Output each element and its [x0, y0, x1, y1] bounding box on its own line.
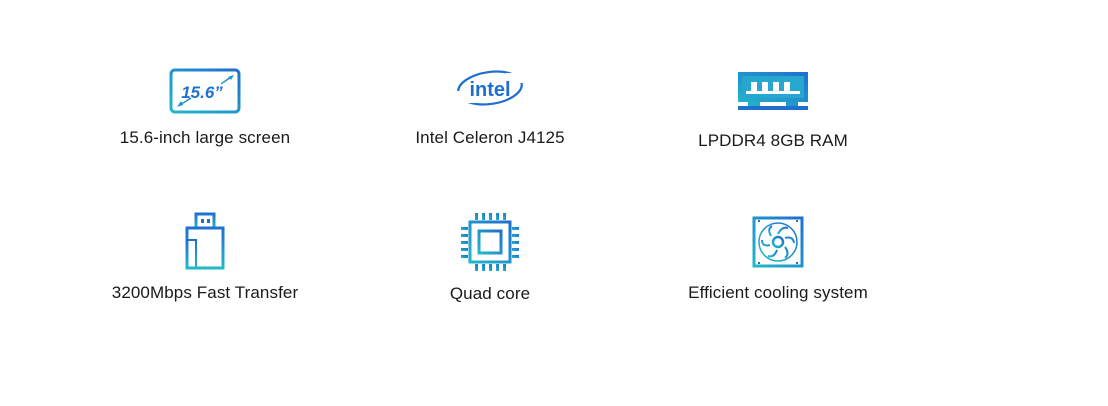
- usb-connector-icon: [184, 212, 226, 270]
- feature-transfer: 3200Mbps Fast Transfer: [85, 210, 325, 310]
- feature-label: 15.6-inch large screen: [119, 128, 291, 147]
- feature-label: 3200Mbps Fast Transfer: [111, 283, 299, 302]
- feature-memory: LPDDR4 8GB RAM: [653, 60, 893, 160]
- feature-cores: Quad core: [370, 210, 610, 310]
- feature-cooling: Efficient cooling system: [658, 210, 898, 310]
- feature-label: Quad core: [449, 284, 531, 303]
- ram-chip-icon: [738, 72, 808, 110]
- screen-size-text: 15.6”: [181, 83, 223, 102]
- feature-label: Efficient cooling system: [688, 283, 868, 302]
- feature-screen: 15.6” 15.6-inch large screen: [85, 60, 325, 160]
- intel-logo-icon: intel: [454, 66, 526, 112]
- cpu-chip-icon: [460, 212, 520, 272]
- feature-label: Intel Celeron J4125: [415, 128, 565, 147]
- cooling-fan-icon: [752, 216, 804, 268]
- feature-label: LPDDR4 8GB RAM: [698, 131, 848, 150]
- screen-size-icon: 15.6”: [169, 68, 241, 114]
- intel-logo-text: intel: [469, 79, 510, 101]
- feature-processor: intel Intel Celeron J4125: [370, 60, 610, 160]
